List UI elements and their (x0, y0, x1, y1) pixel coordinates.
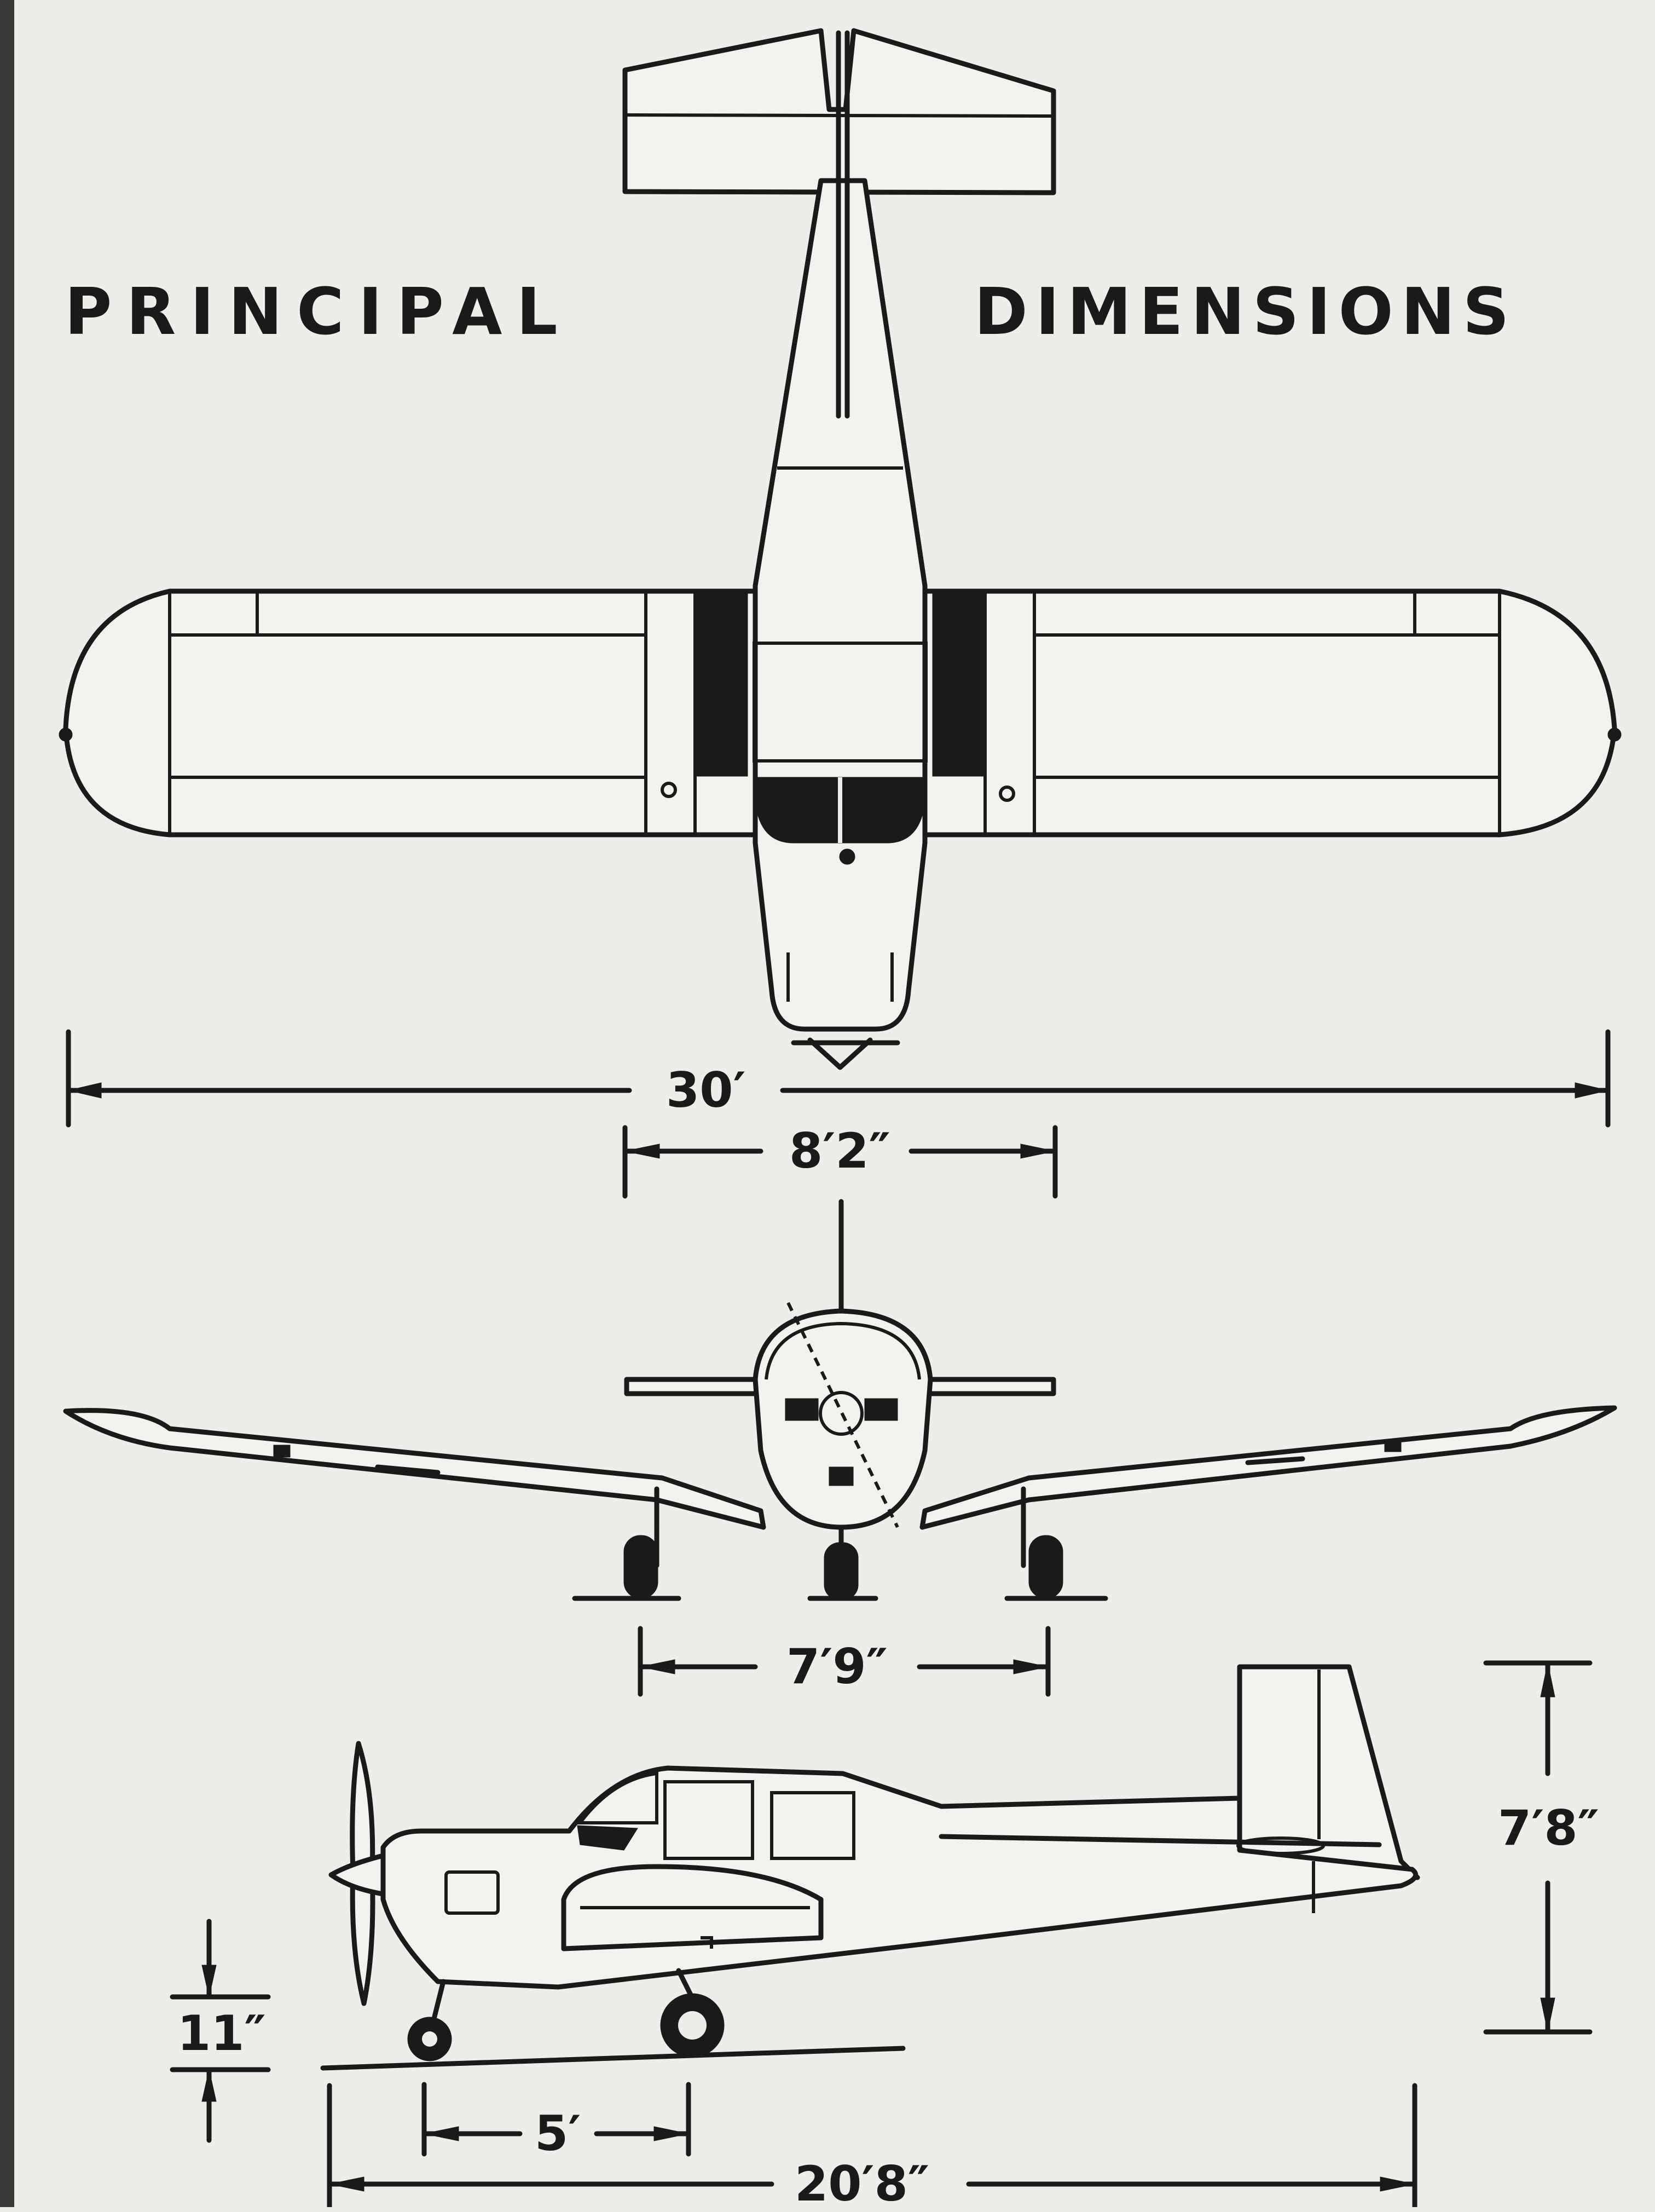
title-dimensions: DIMENSIONS (974, 274, 1517, 349)
stabilizer-span-dimension-line (622, 1125, 1058, 1199)
top-view (59, 28, 1622, 1070)
cabin-window-2 (770, 1791, 855, 1860)
wheel-track-label: 7′9″ (774, 1639, 900, 1694)
spinner-front (819, 1391, 864, 1436)
clearance-label: 11″ (174, 2006, 269, 2061)
main-gear-left-front (623, 1486, 659, 1599)
wingspan-dimension-line (66, 1029, 1611, 1128)
nose-gear-front (824, 1524, 859, 1601)
spinner-top (807, 1037, 873, 1070)
page-edge (0, 0, 14, 2207)
side-view (320, 1664, 1420, 2071)
nose-gear-side (407, 1979, 452, 2061)
clearance-dimension-line (170, 1919, 271, 2143)
wheel-track-dimension-line (638, 1626, 1051, 1697)
height-dimension-line (1483, 1660, 1593, 2035)
right-wing-front (919, 1405, 1617, 1530)
canopy-side (576, 1771, 658, 1824)
spinner-side (328, 1853, 386, 1897)
cockpit-dash (577, 1825, 638, 1851)
right-walkway (932, 592, 987, 777)
main-gear-side (660, 1968, 725, 2058)
fuselage-front (753, 1308, 933, 1530)
cabin-window-1 (663, 1780, 754, 1860)
main-gear-right-front (1021, 1486, 1063, 1599)
length-label: 20′8″ (783, 2157, 942, 2211)
wheelbase-dimension-line (421, 2082, 691, 2157)
canopy-outline (753, 642, 928, 763)
right-wing (922, 588, 1617, 838)
wheelbase-label: 5′ (523, 2106, 593, 2161)
wingspan-label: 30′ (654, 1063, 758, 1118)
left-walkway (693, 592, 748, 777)
front-view (63, 1199, 1617, 1601)
length-dimension-line (327, 2083, 1417, 2207)
height-label: 7′8″ (1486, 1801, 1611, 1856)
ground-line-side (320, 2046, 906, 2071)
access-panel (444, 1870, 500, 1915)
stabilizer-span-label: 8′2″ (777, 1124, 902, 1179)
title-principal: PRINCIPAL (65, 274, 572, 349)
